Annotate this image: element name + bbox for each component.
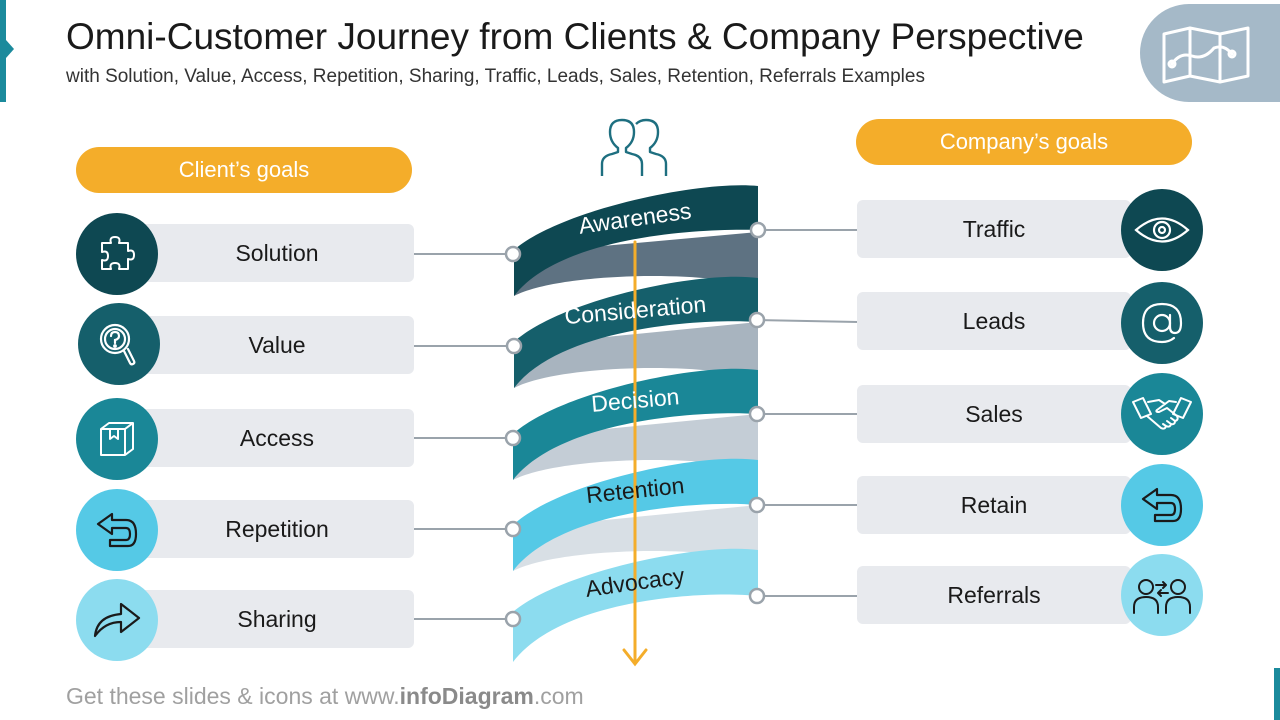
client-goal-sharing: Sharing xyxy=(140,590,414,648)
people-exchange-icon xyxy=(1133,579,1191,614)
page-subtitle: with Solution, Value, Access, Repetition… xyxy=(66,66,925,87)
company-goal-traffic: Traffic xyxy=(857,200,1131,258)
ribbon-awareness xyxy=(514,185,758,296)
box-icon xyxy=(100,422,134,456)
referrals-circle xyxy=(1121,554,1203,636)
eye-icon xyxy=(1134,217,1190,243)
return-arrow-icon xyxy=(1141,487,1183,523)
connector-dots xyxy=(504,221,767,628)
leads-circle xyxy=(1121,282,1203,364)
journey-arrow xyxy=(622,240,648,667)
connector-leads xyxy=(756,319,859,323)
share-arrow-icon xyxy=(93,602,141,638)
client-goal-solution: Solution xyxy=(140,224,414,282)
client-goal-value: Value xyxy=(140,316,414,374)
left-accent-bar xyxy=(0,0,6,102)
connector-lines xyxy=(414,229,859,620)
client-goal-repetition: Repetition xyxy=(140,500,414,558)
page-title: Omni-Customer Journey from Clients & Com… xyxy=(66,16,1084,57)
traffic-circle xyxy=(1121,189,1203,271)
footer-prefix: Get these slides & icons at www. xyxy=(66,683,400,709)
footer-text: Get these slides & icons at www.infoDiag… xyxy=(66,683,584,710)
access-circle xyxy=(76,398,158,480)
company-goal-leads: Leads xyxy=(857,292,1131,350)
sales-circle xyxy=(1121,373,1203,455)
retain-circle xyxy=(1121,464,1203,546)
footer-brand: infoDiagram xyxy=(399,683,534,709)
company-goal-sales: Sales xyxy=(857,385,1131,443)
footer-suffix: .com xyxy=(533,683,584,709)
value-circle xyxy=(78,303,160,385)
sharing-circle xyxy=(76,579,158,661)
puzzle-icon xyxy=(101,236,135,270)
right-accent-bar xyxy=(1274,668,1280,720)
repetition-circle xyxy=(76,489,158,571)
return-arrow-icon xyxy=(96,512,138,548)
solution-circle xyxy=(76,213,158,295)
ribbon-retention xyxy=(513,458,758,571)
ribbon-consideration xyxy=(514,276,758,388)
ribbon-advocacy xyxy=(513,548,758,662)
ribbon-decision xyxy=(513,368,758,480)
client-goal-access: Access xyxy=(140,409,414,467)
map-badge xyxy=(1140,4,1280,102)
company-goals-pill: Company’s goals xyxy=(856,119,1192,165)
company-goal-referrals: Referrals xyxy=(857,566,1131,624)
clients-goals-pill: Client’s goals xyxy=(76,147,412,193)
magnifier-question-icon xyxy=(99,323,136,366)
handshake-icon xyxy=(1132,397,1192,430)
map-icon xyxy=(1162,26,1250,84)
users-icon xyxy=(600,118,668,176)
left-accent-notch xyxy=(6,40,14,58)
at-sign-icon xyxy=(1141,302,1183,344)
company-goal-retain: Retain xyxy=(857,476,1131,534)
